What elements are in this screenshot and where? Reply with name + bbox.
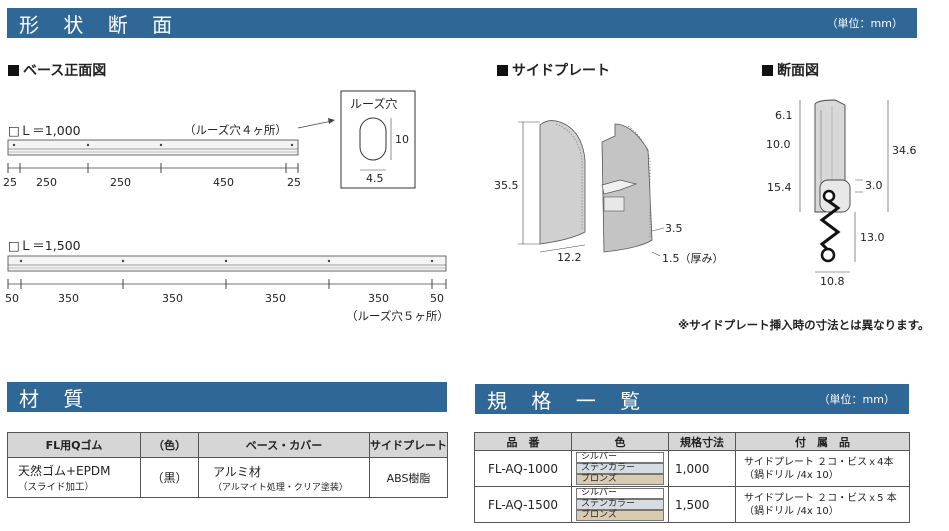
side-plate-width: 12.2 <box>557 251 582 264</box>
side-plate-d1: 3.5 <box>665 222 683 235</box>
side-plate-note: ※サイドプレート挿入時の寸法とは異なります。 <box>678 318 930 332</box>
spec-section-title: 規 格 一 覧 <box>487 388 650 413</box>
side-plate-drawing <box>518 120 665 257</box>
material-rubber: 天然ゴム+EPDM <box>18 464 111 478</box>
table-row: FL-AQ-1500 シルバー ステンカラー ブロンズ 1,500 サイドプレー… <box>474 486 910 523</box>
l1500-dim: 350 <box>58 292 79 305</box>
spec-accessories-cell: サイドプレート ２コ・ビスｘ5 本 （鍋ドリル /4x 10） <box>735 486 910 523</box>
l1000-note: （ルーズ穴４ヶ所） <box>184 123 287 137</box>
square-bullet-icon <box>762 65 773 76</box>
spec-accessories-cell: サイドプレート ２コ・ビスｘ4本 （鍋ドリル /4x 10） <box>735 450 910 487</box>
material-base-sub: （アルマイト処理・クリア塗装） <box>213 482 348 493</box>
material-side: ABS樹脂 <box>369 457 448 498</box>
spec-color-cell: シルバー ステンカラー ブロンズ <box>571 486 669 523</box>
spec-accessory-sub: （鍋ドリル /4x 10） <box>744 505 839 517</box>
spec-code: FL-AQ-1000 <box>474 450 572 487</box>
l1000-dim: 450 <box>213 176 234 189</box>
section-view-label: 断面図 <box>762 60 819 80</box>
material-header-side: サイドプレート <box>369 432 448 458</box>
material-header-base: ベース・カバー <box>198 432 370 458</box>
material-section-title: 材 質 <box>19 386 93 411</box>
spec-accessory-main: サイドプレート ２コ・ビスｘ4本 <box>744 456 894 468</box>
l1000-dim: 25 <box>3 176 17 189</box>
table-row: FL-AQ-1000 シルバー ステンカラー ブロンズ 1,000 サイドプレー… <box>474 450 910 487</box>
l1000-dim: 250 <box>36 176 57 189</box>
section-dim-f: 13.0 <box>860 231 885 244</box>
spec-accessory-main: サイドプレート ２コ・ビスｘ5 本 <box>744 492 897 504</box>
color-swatch-bronze: ブロンズ <box>576 510 664 521</box>
l1000-dim: 25 <box>287 176 301 189</box>
square-bullet-icon <box>8 65 19 76</box>
loose-hole-height: 10 <box>395 133 409 146</box>
spec-size: 1,500 <box>668 486 736 523</box>
loose-hole-width: 4.5 <box>366 172 384 185</box>
section-dim-c: 15.4 <box>767 181 792 194</box>
material-base-cell: アルミ材 （アルマイト処理・クリア塗装） <box>198 457 370 498</box>
section-dim-d: 34.6 <box>892 144 917 157</box>
loose-hole-title: ルーズ穴 <box>350 97 398 111</box>
material-section-header: 材 質 <box>7 382 447 412</box>
color-swatch-bronze: ブロンズ <box>576 474 664 485</box>
color-swatch-silver: シルバー <box>576 488 664 499</box>
spec-code: FL-AQ-1500 <box>474 486 572 523</box>
section-dim-a: 6.1 <box>775 109 793 122</box>
shape-unit-label: （単位：mm） <box>826 17 903 30</box>
side-plate-height: 35.5 <box>494 179 519 192</box>
base-bar-1000 <box>7 139 299 173</box>
spec-unit-label: （単位：mm） <box>818 393 895 406</box>
material-color: （黒） <box>140 457 199 498</box>
side-plate-label: サイドプレート <box>497 60 610 80</box>
material-header-rubber: FL用Qゴム <box>7 432 141 458</box>
color-swatch-stain: ステンカラー <box>576 499 664 510</box>
l1000-dim: 250 <box>110 176 131 189</box>
l1500-dim: 350 <box>265 292 286 305</box>
material-table: FL用Qゴム （色） ベース・カバー サイドプレート 天然ゴム+EPDM （スラ… <box>7 432 448 498</box>
shape-section-header: 形 状 断 面 （単位：mm） <box>7 8 917 38</box>
l1500-label: □Ｌ＝1,500 <box>8 238 81 253</box>
material-header-color: （色） <box>140 432 199 458</box>
square-bullet-icon <box>497 65 508 76</box>
section-dim-b: 10.0 <box>766 138 791 151</box>
color-swatch-silver: シルバー <box>576 452 664 463</box>
spec-header-accessories: 付 属 品 <box>735 432 910 451</box>
material-base: アルミ材 <box>213 464 261 479</box>
color-swatch-stain: ステンカラー <box>576 463 664 474</box>
material-rubber-sub: （スライド加工） <box>18 482 95 493</box>
l1500-dim: 50 <box>430 292 444 305</box>
spec-table: 品 番 色 規格寸法 付 属 品 FL-AQ-1000 シルバー ステンカラー … <box>474 432 910 523</box>
l1500-note: （ルーズ穴５ヶ所） <box>346 309 449 323</box>
spec-size: 1,000 <box>668 450 736 487</box>
spec-header-color: 色 <box>571 432 669 451</box>
spec-header-code: 品 番 <box>474 432 572 451</box>
base-bar-1500 <box>7 255 447 289</box>
spec-color-cell: シルバー ステンカラー ブロンズ <box>571 450 669 487</box>
spec-accessory-sub: （鍋ドリル /4x 10） <box>744 469 839 481</box>
spec-section-header: 規 格 一 覧 （単位：mm） <box>475 384 909 414</box>
section-dim-e: 3.0 <box>865 179 883 192</box>
side-plate-d2: 1.5（厚み） <box>662 252 724 265</box>
l1500-dim: 350 <box>162 292 183 305</box>
l1000-label: □Ｌ＝1,000 <box>8 123 81 138</box>
l1500-dim: 50 <box>5 292 19 305</box>
spec-header-size: 規格寸法 <box>668 432 736 451</box>
section-view-drawing <box>799 99 889 273</box>
l1500-dim: 350 <box>368 292 389 305</box>
shape-section-title: 形 状 断 面 <box>19 12 182 37</box>
material-rubber-cell: 天然ゴム+EPDM （スライド加工） <box>7 457 141 498</box>
base-front-label: ベース正面図 <box>8 60 106 80</box>
section-dim-g: 10.8 <box>820 275 845 288</box>
